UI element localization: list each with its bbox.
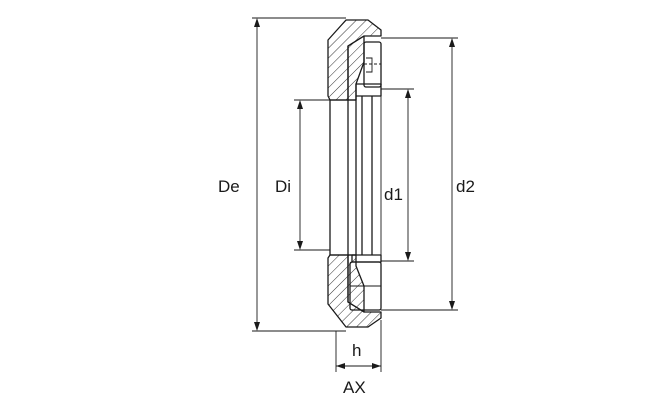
cage-top-detail [366, 57, 373, 73]
bore-walls [329, 96, 382, 256]
label-de: De [218, 177, 240, 196]
dimension-di [297, 100, 303, 250]
label-d2: d2 [456, 177, 475, 196]
dimension-d2 [449, 38, 455, 310]
dimension-de [254, 18, 260, 331]
extension-lines [252, 17, 458, 372]
label-d1: d1 [384, 185, 403, 204]
cage-bottom [351, 254, 382, 263]
label-h: h [352, 341, 361, 360]
dimension-d1 [405, 89, 411, 261]
dimension-h [336, 363, 381, 369]
label-di: Di [275, 177, 291, 196]
cage-top [355, 83, 382, 97]
roller-top [363, 41, 382, 88]
roller-assembly [349, 41, 382, 311]
label-ax: AX [343, 378, 366, 397]
